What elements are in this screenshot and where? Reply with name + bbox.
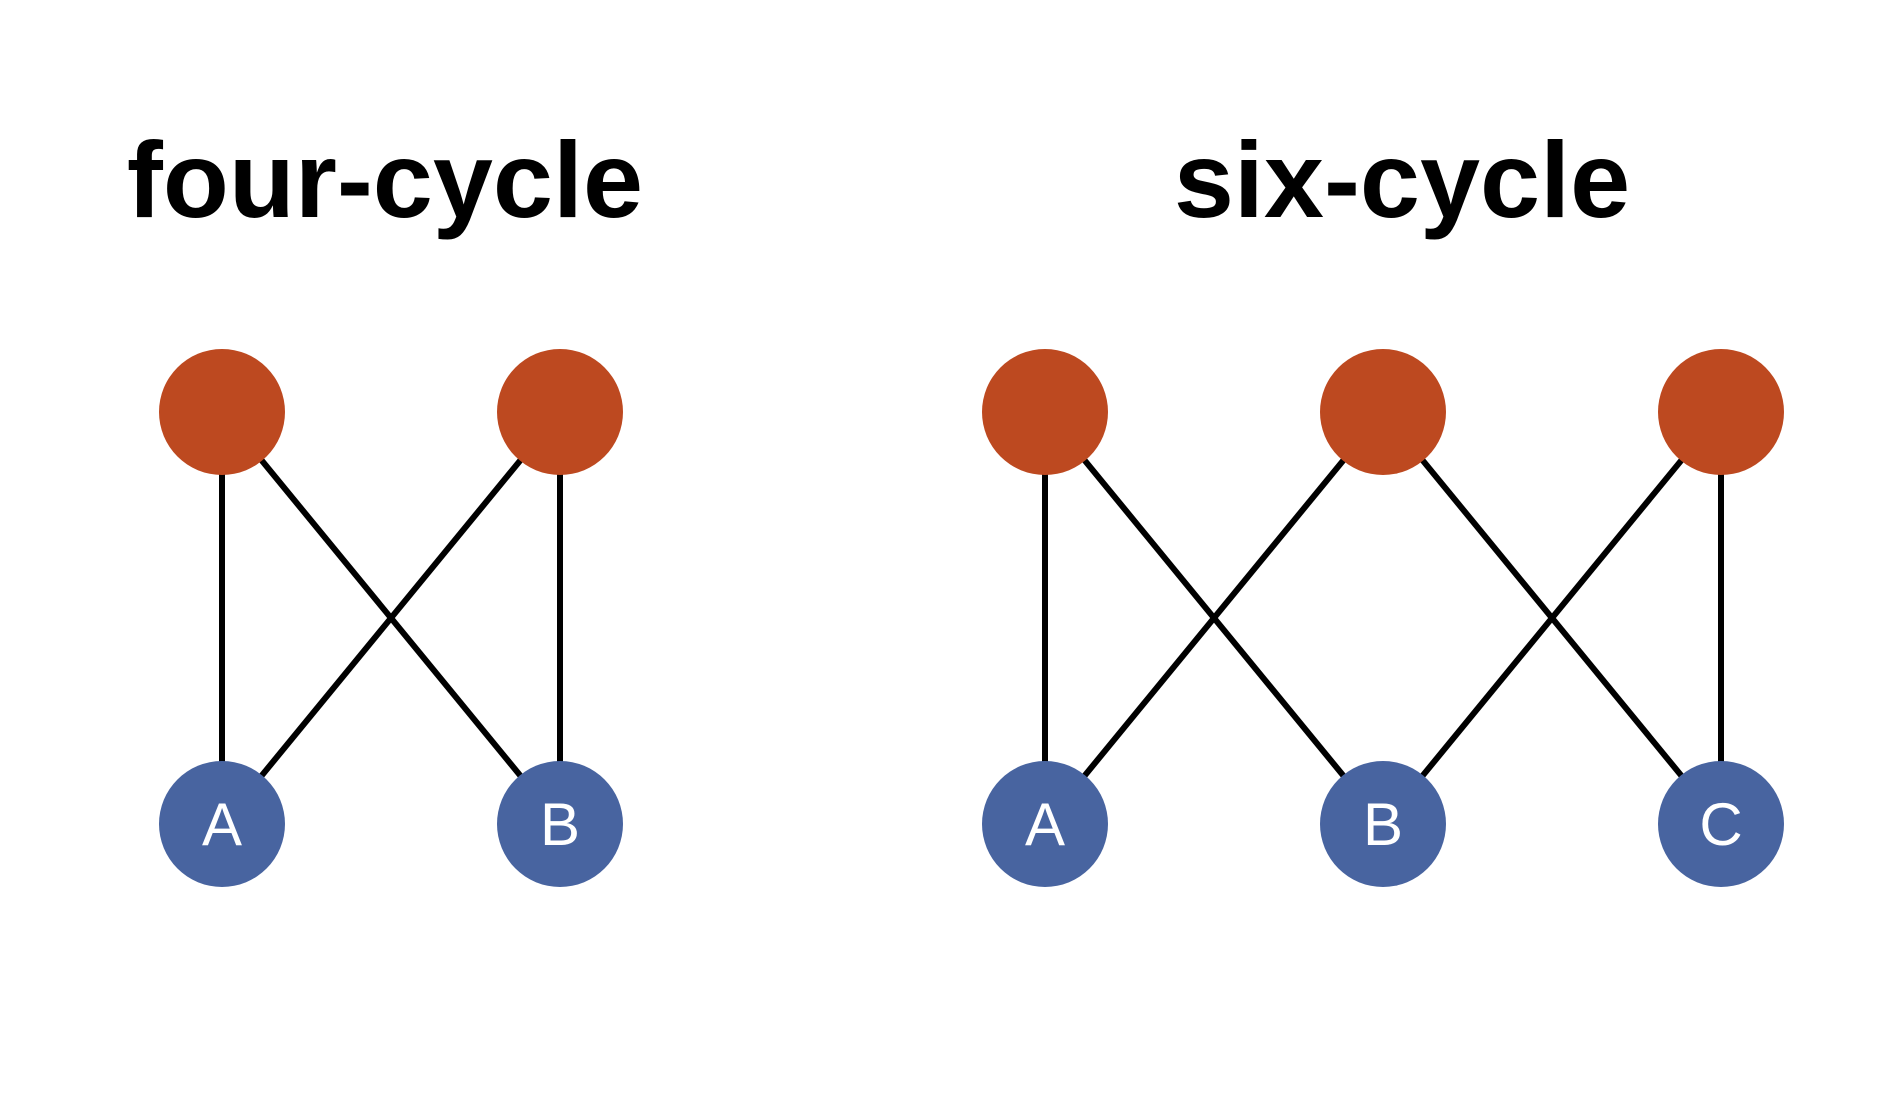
bottom-node [497, 761, 623, 887]
diagram-title: four-cycle [127, 119, 643, 240]
node-label: A [202, 791, 242, 858]
top-node [982, 349, 1108, 475]
top-node [1658, 349, 1784, 475]
top-node [497, 349, 623, 475]
node-label: B [540, 791, 580, 858]
bottom-node [982, 761, 1108, 887]
edge-t2-A [219, 410, 563, 826]
edge-group [1042, 410, 1724, 826]
top-node [159, 349, 285, 475]
node-label: A [1025, 791, 1065, 858]
six-cycle-diagram: six-cycle A B C [982, 119, 1784, 887]
edge-t3-B [1380, 410, 1724, 826]
edge-t2-A [1042, 410, 1386, 826]
top-node [1320, 349, 1446, 475]
edge-group [219, 410, 563, 826]
diagram-title: six-cycle [1174, 119, 1630, 240]
node-group: A B C [982, 349, 1784, 887]
bottom-node [159, 761, 285, 887]
bottom-node [1320, 761, 1446, 887]
node-label: C [1699, 791, 1742, 858]
node-label: B [1363, 791, 1403, 858]
bottom-node [1658, 761, 1784, 887]
